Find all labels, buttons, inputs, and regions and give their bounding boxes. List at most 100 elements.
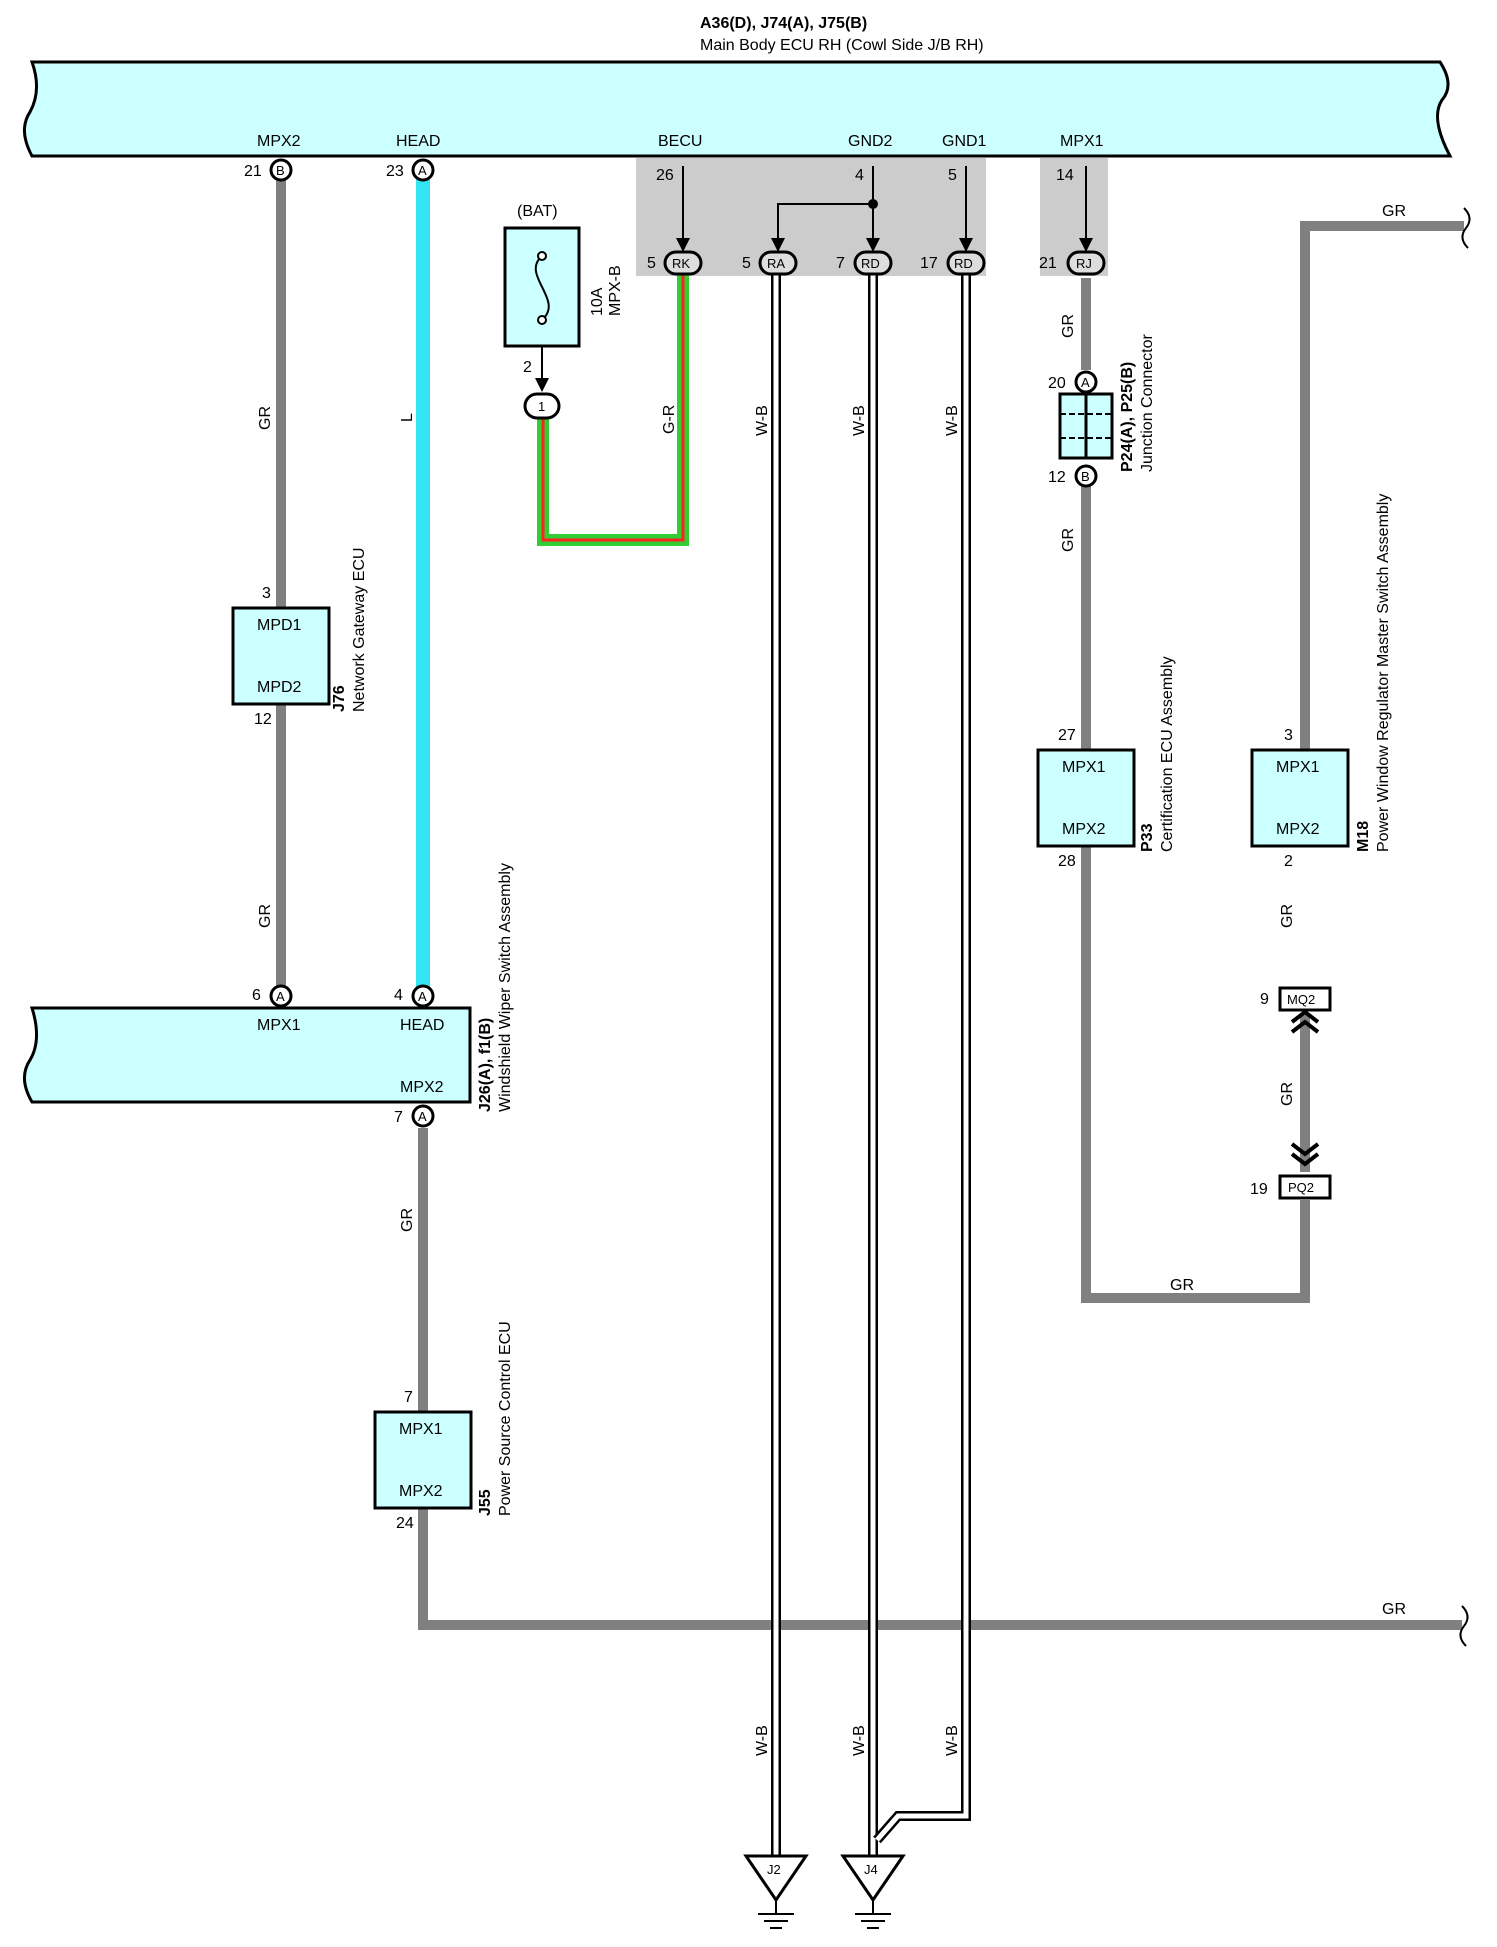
pin-number: 21 [1039, 255, 1057, 272]
pin-circle [411, 158, 435, 182]
ground-label: J2 [767, 1862, 781, 1877]
junction-code: P24(A), P25(B) [1119, 362, 1136, 472]
wire-end-squiggle-bottom [1459, 1605, 1469, 1647]
window-name: Power Window Regulator Master Switch Ass… [1375, 494, 1392, 852]
junction-pin2-letter: B [1081, 469, 1090, 484]
fuse-pin: 2 [523, 359, 532, 376]
power-box [373, 1410, 473, 1510]
wiper-t3: MPX2 [400, 1079, 444, 1096]
wire-label-l: L [399, 413, 416, 422]
fuse-rating: 10A [589, 287, 606, 316]
fuse-source: (BAT) [517, 203, 558, 220]
fuse-arrow [535, 378, 549, 392]
pin-number: 17 [920, 255, 938, 272]
main-ecu-subtitle: Main Body ECU RH (Cowl Side J/B RH) [700, 37, 984, 54]
gateway-pin2: 12 [254, 711, 272, 728]
wiper-pin1: 6 [252, 987, 261, 1004]
pin-number: 21 [244, 163, 262, 180]
network-gateway-ecu: 3 MPD1 MPD2 12 J76 Network Gateway ECU [231, 548, 368, 728]
wire-label-gr-7: GR [1279, 904, 1296, 928]
cert-name: Certification ECU Assembly [1159, 656, 1176, 852]
pin-number: 23 [386, 163, 404, 180]
main-terminal-gnd1: GND1 [942, 133, 987, 150]
gateway-t1: MPD1 [257, 617, 302, 634]
pin-letter: B [276, 163, 285, 178]
junction-pin2-circle [1074, 464, 1098, 488]
pin-number: 7 [836, 255, 845, 272]
main-pin-21: 21 B [244, 158, 293, 182]
junction-pin1-circle [1074, 370, 1098, 394]
power-pin1: 7 [404, 1389, 413, 1406]
junction-pin2: 12 [1048, 469, 1066, 486]
wire-label-gr-2: GR [257, 904, 274, 928]
main-terminal-mpx1: MPX1 [1060, 133, 1104, 150]
inline-box [1278, 1174, 1332, 1200]
power-code: J55 [477, 1489, 494, 1516]
window-code: M18 [1355, 821, 1372, 852]
pin-code: RA [767, 256, 785, 271]
wire-label-w-b-5: W-B [851, 1725, 868, 1756]
ground-triangle [840, 1854, 906, 1903]
inline-code: MQ2 [1287, 992, 1315, 1007]
window-t2: MPX2 [1276, 821, 1320, 838]
arrow-heads [676, 238, 1093, 252]
wiper-box [23, 1006, 472, 1104]
wiper-pin2-circle [411, 984, 435, 1008]
ground-triangle [743, 1854, 809, 1903]
junction-pin-rj: 21 RJ [1039, 250, 1106, 276]
wiper-t2: HEAD [400, 1017, 444, 1034]
wire-gr-bottom-bus [418, 1128, 1462, 1630]
wiper-pin3: 7 [394, 1109, 403, 1126]
cert-t2: MPX2 [1062, 821, 1106, 838]
pin-code: RK [672, 256, 690, 271]
ground-j4: J4 [840, 1854, 906, 1929]
wiper-name: Windshield Wiper Switch Assembly [497, 863, 514, 1112]
wire-label-gr-9: GR [1170, 1277, 1194, 1294]
main-pin-26: 26 [656, 167, 674, 184]
cert-pin2: 28 [1058, 853, 1076, 870]
junction-pin-rd-7: 7 RD [836, 250, 893, 276]
certification-ecu: 27 MPX1 MPX2 28 P33 Certification ECU As… [1036, 656, 1176, 870]
inline-pin-num: 9 [1260, 991, 1269, 1008]
wire-gr-mpx1 [1081, 221, 1464, 1303]
cert-t1: MPX1 [1062, 759, 1106, 776]
wire-label-gr-5: GR [1060, 528, 1077, 552]
main-ecu-box [23, 60, 1453, 158]
wire-label-gr-3: GR [399, 1208, 416, 1232]
main-body-ecu: A36(D), J74(A), J75(B) Main Body ECU RH … [23, 15, 1453, 158]
main-pin-23: 23 A [386, 158, 435, 182]
wiper-pin2: 4 [394, 987, 403, 1004]
inline-chevron-2 [1290, 1152, 1320, 1167]
inline-chevron [1290, 1009, 1320, 1024]
wiper-pin1-circle [269, 984, 293, 1008]
wire-label-w-b-1: W-B [754, 405, 771, 436]
pin-oval [1066, 250, 1106, 276]
wire-label-w-b-6: W-B [944, 1725, 961, 1756]
ground-j2: J2 [743, 1854, 809, 1929]
main-terminal-gnd2: GND2 [848, 133, 893, 150]
power-name: Power Source Control ECU [497, 1321, 514, 1516]
pin-letter: A [418, 163, 427, 178]
wire-g-r [537, 275, 689, 546]
main-pin-5: 5 [948, 167, 957, 184]
inline-code: PQ2 [1288, 1180, 1314, 1195]
pin-oval [663, 250, 703, 276]
ground-label: J4 [864, 1862, 878, 1877]
main-pin-14: 14 [1056, 167, 1074, 184]
gateway-box [231, 606, 331, 706]
power-pin2: 24 [396, 1515, 414, 1532]
junction-pin-rk: 5 RK [647, 250, 703, 276]
gateway-t2: MPD2 [257, 679, 302, 696]
wiper-pin3-letter: A [418, 1109, 427, 1124]
main-terminal-mpx2: MPX2 [257, 133, 301, 150]
power-source-control-ecu: 7 MPX1 MPX2 24 J55 Power Source Control … [373, 1321, 514, 1532]
cert-pin1: 27 [1058, 727, 1076, 744]
fuse-element [534, 255, 550, 321]
gateway-code: J76 [331, 685, 348, 712]
pin-oval [946, 250, 986, 276]
inline-connector-mq2: 9 MQ2 [1260, 986, 1332, 1034]
wiper-pin3-circle [411, 1104, 435, 1128]
wiper-code: J26(A), f1(B) [477, 1018, 494, 1112]
junction-pin1: 20 [1048, 375, 1066, 392]
window-pin1: 3 [1284, 727, 1293, 744]
